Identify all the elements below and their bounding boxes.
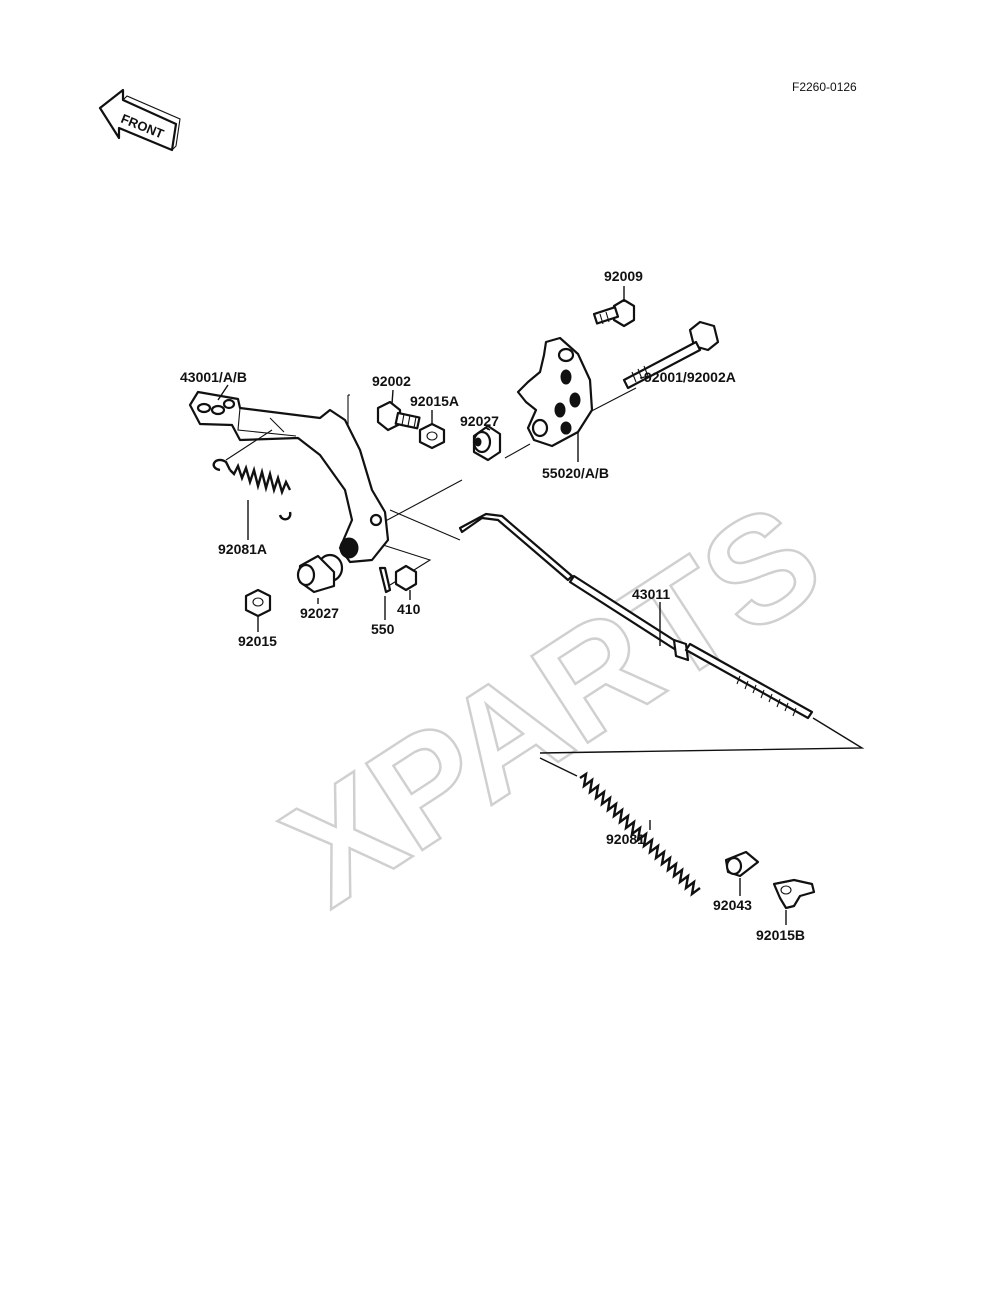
bracket-55020: [516, 336, 594, 448]
washer-410: [394, 564, 418, 592]
label-43011: 43011: [632, 586, 671, 602]
label-92081a: 92081A: [218, 541, 268, 557]
continuation-lines: [539, 717, 865, 777]
nut-92015a: [418, 422, 446, 450]
pivot-axis: [347, 387, 637, 586]
wing-nut-92015b: [772, 878, 816, 910]
rod-spring-92081: [579, 771, 701, 897]
front-arrow-icon: FRONT: [98, 88, 181, 152]
brake-rod-43011: [458, 512, 814, 720]
label-92009: 92009: [604, 268, 643, 284]
nut-92015: [244, 588, 272, 618]
label-92015a: 92015A: [410, 393, 460, 409]
label-43001: 43001/A/B: [180, 369, 247, 385]
collar-92027-bottom: [296, 553, 344, 594]
label-410: 410: [397, 601, 421, 617]
diagram-code: F2260-0126: [792, 80, 857, 94]
bolt-92002: [376, 400, 421, 432]
collar-92027-top: [472, 424, 502, 462]
label-92002: 92002: [372, 373, 411, 389]
label-92081: 92081: [606, 831, 645, 847]
label-92027-bottom: 92027: [300, 605, 339, 621]
label-92015: 92015: [238, 633, 277, 649]
label-92015b: 92015B: [756, 927, 806, 943]
label-92027-top: 92027: [460, 413, 499, 429]
joint-92043: [724, 850, 760, 878]
cotter-pin-550: [378, 566, 392, 594]
leader-lines: [217, 286, 787, 925]
label-55020: 55020/A/B: [542, 465, 609, 481]
bolt-92009: [592, 298, 636, 328]
return-spring-92081a: [212, 429, 292, 521]
label-92001: 92001/92002A: [644, 369, 736, 385]
brake-pedal: [188, 390, 390, 564]
long-bolt-92001: [622, 320, 720, 390]
label-92043: 92043: [713, 897, 752, 913]
label-550: 550: [371, 621, 395, 637]
